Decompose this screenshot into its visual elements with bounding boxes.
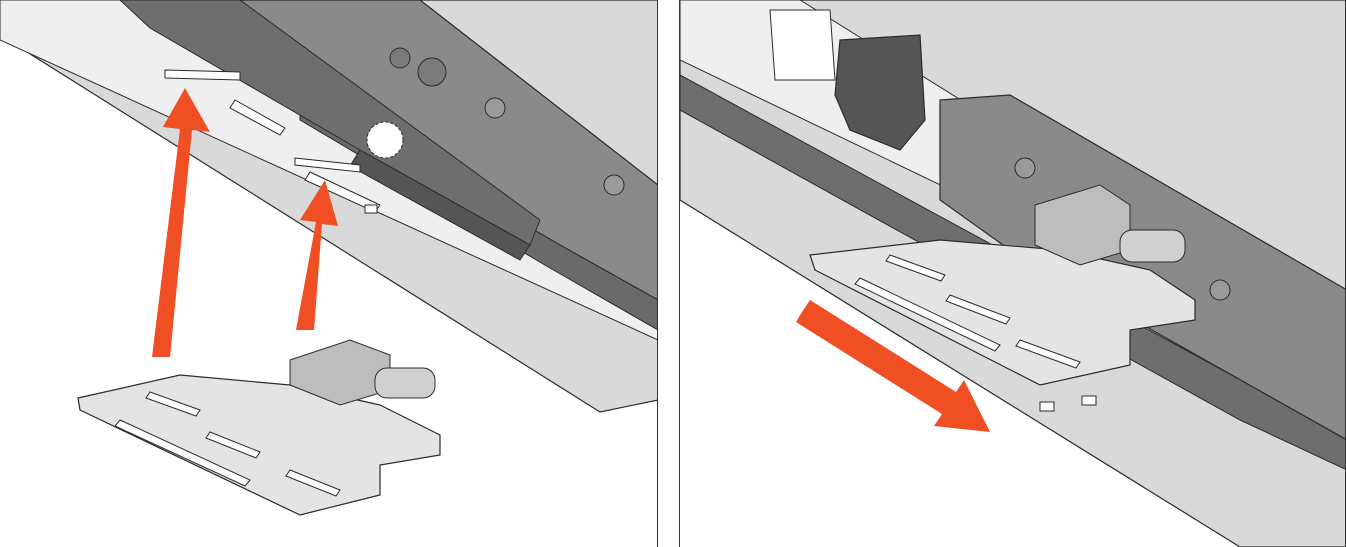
housing-hole (417, 57, 447, 87)
step-2-illustration (680, 0, 1345, 547)
motor-housing (939, 94, 1345, 440)
down-right-arrow-icon (796, 300, 990, 432)
screw-icon (1014, 157, 1036, 179)
screw-icon (484, 97, 506, 119)
latch-cylinder (1119, 229, 1186, 263)
end-clip (834, 34, 926, 151)
step-panel-2 (679, 0, 1346, 547)
housing-hole (389, 47, 411, 69)
gear-icon (366, 121, 404, 159)
step-panel-1 (0, 0, 658, 547)
end-clip-frame (769, 9, 836, 81)
mounting-plate (77, 339, 441, 516)
rail-top-face (0, 0, 657, 341)
rail-slots (1039, 395, 1097, 412)
screw-icon (1209, 279, 1231, 301)
rack-strip (119, 0, 541, 261)
up-arrow-icon (152, 88, 210, 357)
up-arrow-icon (296, 180, 338, 330)
screw-icon (603, 174, 625, 196)
mounting-plate (809, 184, 1196, 386)
step-1-illustration (0, 0, 657, 516)
latch-cylinder (374, 367, 436, 399)
